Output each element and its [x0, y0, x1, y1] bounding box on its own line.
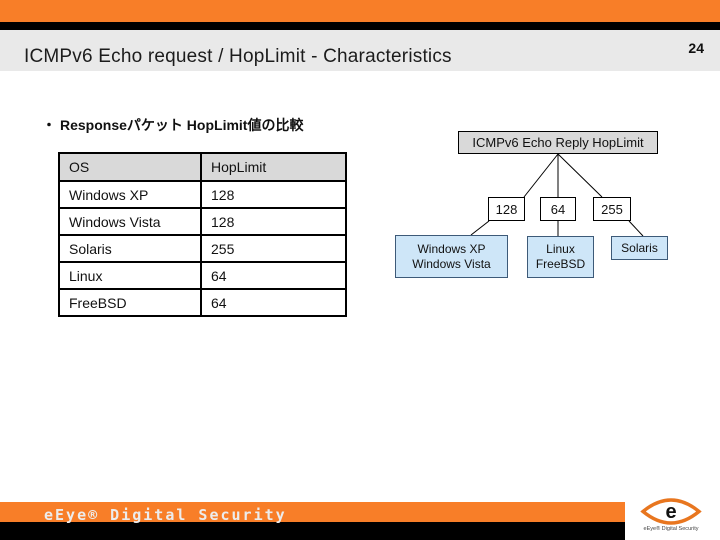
column-header-os: OS — [58, 152, 202, 182]
company-logo: e eEye® Digital Security — [630, 498, 712, 538]
bullet-text: Responseパケット HopLimit値の比較 — [60, 117, 304, 133]
leaf-line: Windows XP — [417, 241, 486, 256]
column-header-hoplimit: HopLimit — [200, 152, 347, 182]
leaf-line: Windows Vista — [412, 256, 491, 271]
table-row: Solaris 255 — [58, 234, 347, 263]
bullet-marker: ・ — [42, 117, 56, 133]
table-row: Linux 64 — [58, 261, 347, 290]
logo-caption: eEye® Digital Security — [643, 526, 699, 532]
table-row: Windows Vista 128 — [58, 207, 347, 236]
cell-hoplimit: 255 — [200, 234, 347, 263]
diagram-value-node-128: 128 — [488, 197, 525, 221]
leaf-line: Solaris — [621, 240, 658, 255]
footer-brand-text: eEye® Digital Security — [44, 506, 287, 524]
logo-letter: e — [665, 501, 676, 523]
hoplimit-comparison-table: OS HopLimit Windows XP 128 Windows Vista… — [58, 152, 347, 317]
leaf-line: Linux — [546, 242, 575, 256]
title-band — [0, 30, 720, 71]
diagram-leaf-windows: Windows XP Windows Vista — [395, 235, 508, 278]
cell-os: Linux — [58, 261, 202, 290]
cell-os: Windows XP — [58, 180, 202, 209]
cell-hoplimit: 64 — [200, 288, 347, 317]
slide-title: ICMPv6 Echo request / HopLimit - Charact… — [24, 46, 452, 67]
cell-os: Windows Vista — [58, 207, 202, 236]
diagram-value-node-64: 64 — [540, 197, 576, 221]
diagram-leaf-solaris: Solaris — [611, 236, 668, 260]
cell-hoplimit: 128 — [200, 180, 347, 209]
diagram-leaf-linux-freebsd: Linux FreeBSD — [527, 236, 594, 278]
leaf-line: FreeBSD — [535, 257, 586, 271]
footer-black-bar — [0, 522, 625, 540]
table-header-row: OS HopLimit — [58, 152, 347, 182]
eye-logo-icon: e — [640, 498, 702, 525]
cell-hoplimit: 128 — [200, 207, 347, 236]
bullet-heading: ・Responseパケット HopLimit値の比較 — [42, 115, 303, 135]
diagram-value-node-255: 255 — [593, 197, 631, 221]
table-row: Windows XP 128 — [58, 180, 347, 209]
diagram-root-node: ICMPv6 Echo Reply HopLimit — [458, 131, 658, 154]
cell-hoplimit: 64 — [200, 261, 347, 290]
table-row: FreeBSD 64 — [58, 288, 347, 317]
cell-os: Solaris — [58, 234, 202, 263]
cell-os: FreeBSD — [58, 288, 202, 317]
top-accent-bar — [0, 0, 720, 22]
page-number: 24 — [688, 40, 704, 56]
footer-accent-bar — [0, 502, 625, 522]
top-divider-bar — [0, 22, 720, 30]
